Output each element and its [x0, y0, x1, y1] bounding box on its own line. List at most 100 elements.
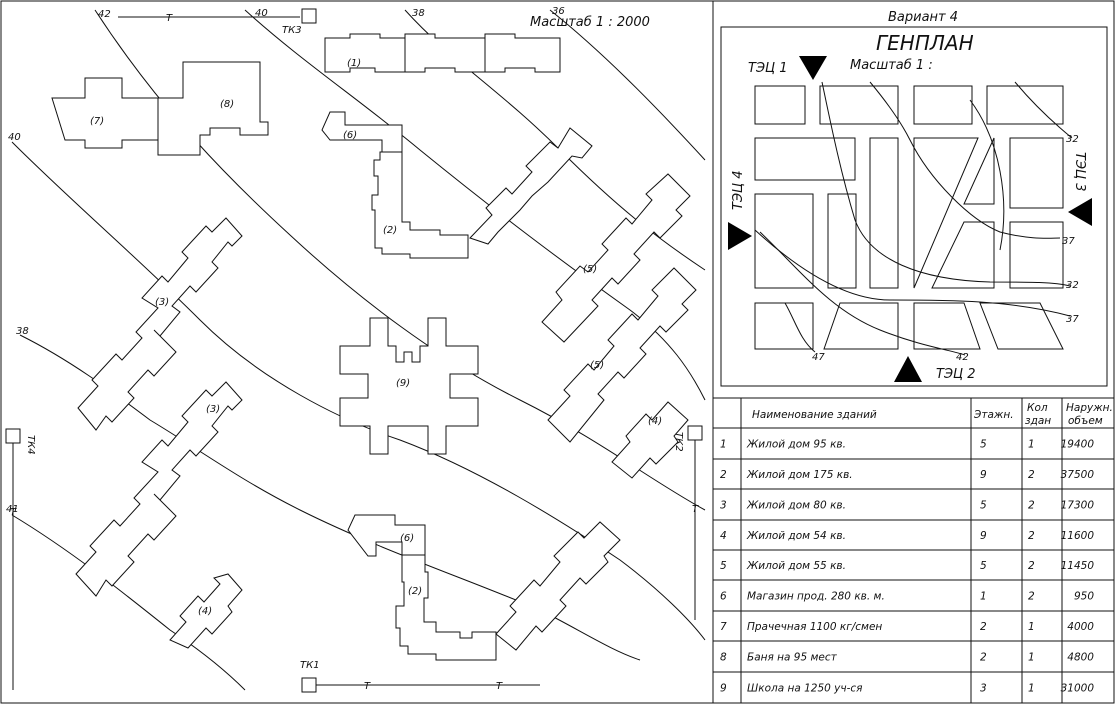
node-tk3-label: ТК3	[282, 25, 302, 36]
heating-network: Т ТК3 Т Т ТК1 Т ТК4 Т ТК2	[5, 8, 703, 693]
row-number: 7	[720, 621, 727, 633]
building-3-lower	[75, 381, 243, 597]
node-tk2-marker	[687, 425, 703, 441]
map-scale-label: Масштаб 1 : 2000	[530, 15, 650, 30]
row-number: 3	[720, 500, 727, 512]
building-label: (9)	[396, 378, 410, 389]
row-name: Магазин прод. 280 кв. м.	[747, 591, 885, 603]
node-tk1-marker	[301, 677, 317, 693]
building-label: (6)	[400, 533, 414, 544]
building-4-lower	[169, 573, 243, 649]
building-2-upper	[371, 151, 469, 259]
row-volume: 11600	[1061, 530, 1095, 542]
table-header: Кол	[1027, 402, 1048, 414]
building-1-chain	[495, 521, 621, 651]
building-7	[51, 77, 159, 149]
row-count: 2	[1028, 591, 1035, 603]
row-floors: 9	[980, 469, 987, 481]
row-count: 1	[1028, 683, 1035, 695]
contour-label: 40	[255, 8, 268, 19]
row-volume: 37500	[1061, 469, 1095, 481]
tec1-label: ТЭЦ 1	[748, 61, 788, 76]
building-label: (2)	[383, 225, 397, 236]
building-4-right	[611, 401, 689, 479]
node-tk4-label: ТК4	[25, 435, 36, 455]
row-name: Жилой дом 80 кв.	[746, 500, 846, 512]
inset-variant-label: Вариант 4	[888, 10, 958, 25]
row-floors: 2	[980, 652, 987, 664]
node-tk1-label: ТК1	[300, 660, 320, 671]
building-label: (6)	[343, 130, 357, 141]
table-header: Наружн.	[1066, 402, 1113, 414]
row-number: 8	[720, 652, 727, 664]
inset-title: ГЕНПЛАН	[876, 31, 974, 55]
contour-label: 41	[6, 504, 19, 515]
pipe-mark: Т	[10, 507, 17, 518]
row-number: 4	[720, 530, 727, 542]
row-count: 2	[1028, 469, 1035, 481]
contour-label: 38	[412, 8, 425, 19]
node-tk2-label: ТК2	[673, 432, 684, 452]
pipe-mark: Т	[364, 681, 371, 692]
tec1-triangle-icon	[799, 56, 827, 80]
heat-sources: ТЭЦ 1 ТЭЦ 2 ТЭЦ 3 ТЭЦ 4	[728, 56, 1092, 382]
contour-labels: 42 40 38 36 40 38 41	[6, 6, 565, 515]
row-count: 1	[1028, 652, 1035, 664]
pipe-mark: Т	[166, 13, 173, 24]
inset-contour-label: 32	[1066, 280, 1079, 291]
inset-contour-label: 32	[1066, 134, 1079, 145]
row-name: Жилой дом 95 кв.	[746, 439, 846, 451]
building-label: (3)	[155, 297, 169, 308]
inset-contour-label: 42	[956, 352, 969, 363]
contour-label: 38	[16, 326, 29, 337]
tec3-triangle-icon	[1068, 198, 1092, 226]
row-volume: 4000	[1067, 621, 1094, 633]
row-number: 2	[720, 469, 727, 481]
row-floors: 3	[980, 683, 987, 695]
row-count: 1	[1028, 621, 1035, 633]
contour-label: 36	[552, 6, 565, 17]
contour-label: 42	[98, 9, 111, 20]
row-volume: 31000	[1061, 683, 1095, 695]
row-name: Жилой дом 54 кв.	[746, 530, 846, 542]
building-label: (7)	[90, 116, 104, 127]
buildings: (1) (7) (8) (6) (2) (5) (5) (4) (3) (3)	[51, 33, 697, 661]
building-label: (5)	[583, 264, 597, 275]
building-label: (4)	[198, 606, 212, 617]
buildings-table: Наименование зданий Этажн. Кол здан Нару…	[713, 397, 1114, 703]
building-5-lower	[547, 267, 697, 443]
row-volume: 11450	[1061, 560, 1095, 572]
table-header: Наименование зданий	[752, 409, 877, 421]
building-6-upper	[321, 111, 403, 153]
tec4-triangle-icon	[728, 222, 752, 250]
row-floors: 5	[980, 439, 987, 451]
tec3-label: ТЭЦ 3	[1072, 152, 1087, 192]
building-5-chain	[469, 127, 593, 245]
contour-label: 40	[8, 132, 21, 143]
row-volume: 17300	[1061, 500, 1095, 512]
node-tk3-marker	[301, 8, 317, 24]
building-label: (8)	[220, 99, 234, 110]
building-6-lower	[347, 514, 426, 557]
inset-blocks	[754, 85, 1064, 350]
row-number: 5	[720, 560, 727, 572]
building-label: (2)	[408, 586, 422, 597]
inset-scale-label: Масштаб 1 :	[850, 58, 933, 73]
inset-contours	[754, 81, 1073, 356]
row-volume: 950	[1074, 591, 1094, 603]
table-header: здан	[1025, 415, 1051, 427]
row-name: Школа на 1250 уч-ся	[747, 683, 862, 695]
inset-contour-label: 37	[1066, 314, 1079, 325]
row-name: Жилой дом 55 кв.	[746, 560, 846, 572]
building-9-school	[339, 317, 479, 455]
building-3-upper	[77, 217, 243, 431]
row-floors: 5	[980, 560, 987, 572]
row-floors: 9	[980, 530, 987, 542]
building-label: (3)	[206, 404, 220, 415]
row-number: 6	[720, 591, 727, 603]
row-count: 2	[1028, 530, 1035, 542]
row-volume: 19400	[1061, 439, 1095, 451]
tec4-label: ТЭЦ 4	[731, 170, 746, 210]
pipe-mark: Т	[496, 681, 503, 692]
